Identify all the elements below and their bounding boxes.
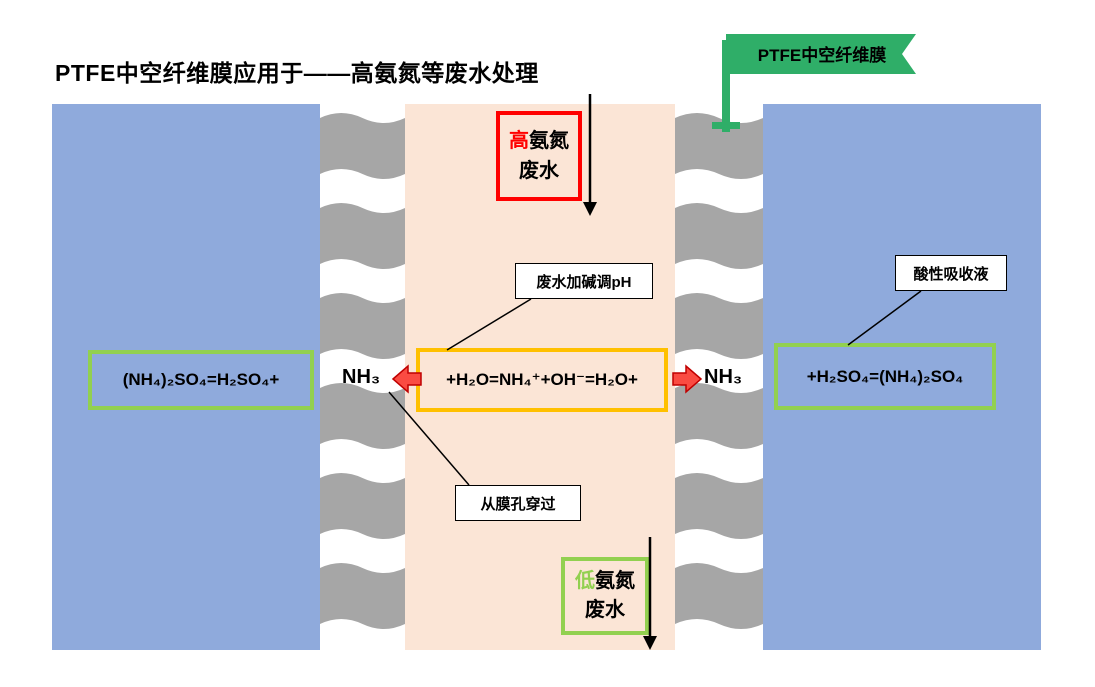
page-title: PTFE中空纤维膜应用于——高氨氮等废水处理: [55, 60, 539, 86]
membrane-pore-callout: 从膜孔穿过: [455, 485, 581, 521]
hollow-fiber-membrane-right: [675, 104, 763, 650]
feed-box-rest: 氨氮: [529, 130, 569, 152]
membrane-wave-pattern-right: [675, 113, 763, 629]
flag-banner-icon: [712, 34, 916, 132]
feed-box-line2: 废水: [519, 160, 559, 182]
high-ammonia-feed-box: 高氨氮 废水: [496, 111, 582, 201]
feed-box-highlight-char: 高: [509, 130, 529, 152]
nh3-label-left: NH₃: [342, 366, 381, 388]
left-reaction-box: (NH₄)₂SO₄=H₂SO₄+: [88, 350, 314, 410]
acid-absorbent-callout: 酸性吸收液: [895, 255, 1007, 291]
feed-box-line1: 高氨氮: [509, 126, 569, 156]
effluent-box-line1: 低氨氮: [575, 567, 635, 596]
right-reaction-box: +H₂SO₄=(NH₄)₂SO₄: [774, 343, 996, 410]
effluent-box-rest: 氨氮: [595, 570, 635, 592]
membrane-wave-pattern-left: [320, 113, 405, 629]
hollow-fiber-membrane-left: [320, 104, 405, 650]
effluent-box-line2: 废水: [585, 599, 625, 621]
flag-label: PTFE中空纤维膜: [757, 46, 887, 65]
alkali-ph-callout: 废水加碱调pH: [515, 263, 653, 299]
nh3-label-right: NH₃: [704, 366, 743, 388]
effluent-box-highlight-char: 低: [575, 570, 595, 592]
center-reaction-box: +H₂O=NH₄⁺+OH⁻=H₂O+: [416, 348, 668, 412]
low-ammonia-effluent-box: 低氨氮 废水: [561, 557, 649, 635]
